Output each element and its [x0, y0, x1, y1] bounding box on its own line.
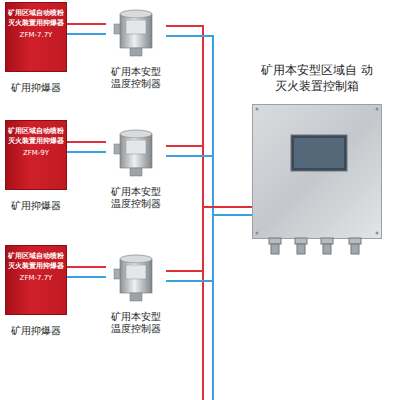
control-box-body [252, 104, 382, 239]
cable-wire [67, 33, 106, 35]
suppressor-case: 矿用区域自动喷粉 灭火装置用抑爆器 ZFM-9Y [5, 120, 67, 190]
t1: ZFM-7.7Y [8, 30, 64, 40]
t0: 矿用区域自动喷粉 灭火装置用抑爆器 [8, 8, 64, 28]
cable-connector [166, 26, 252, 215]
cable-wire [67, 276, 106, 278]
cable-wire [67, 141, 106, 143]
temperature-controller-illustration [106, 124, 166, 180]
cable-wire [67, 151, 106, 153]
temperature-controller: 矿用本安型 温度控制器 [106, 249, 166, 335]
ctrl-label: 矿用本安型 温度控制器 [106, 66, 166, 90]
control-box: 矿用本安型区域自 动灭火装置控制箱 [252, 62, 382, 239]
suppressor-box: 矿用区域自动喷粉 灭火装置用抑爆器 ZFM-7.7Y 矿用抑爆器 [5, 245, 67, 338]
t0: 矿用区域自动喷粉 灭火装置用抑爆器 [8, 251, 64, 271]
ctrl-label: 矿用本安型 温度控制器 [106, 186, 166, 210]
t1: ZFM-9Y [8, 148, 64, 158]
temperature-controller: 矿用本安型 温度控制器 [106, 4, 166, 90]
cable-wire [166, 207, 252, 271]
cable-wire [67, 266, 106, 268]
temperature-controller-illustration [106, 4, 166, 60]
cable-wire [166, 36, 252, 215]
cable-wire [67, 23, 106, 25]
suppressor-case: 矿用区域自动喷粉 灭火装置用抑爆器 ZFM-7.7Y [5, 2, 67, 72]
cable-wire [166, 26, 252, 207]
t1: ZFM-7.7Y [8, 273, 64, 283]
t0: 矿用区域自动喷粉 灭火装置用抑爆器 [8, 126, 64, 146]
suppressor-box: 矿用区域自动喷粉 灭火装置用抑爆器 ZFM-9Y 矿用抑爆器 [5, 120, 67, 213]
sup-label: 矿用抑爆器 [5, 324, 67, 338]
cable-connector [166, 146, 252, 215]
suppressor-box: 矿用区域自动喷粉 灭火装置用抑爆器 ZFM-7.7Y 矿用抑爆器 [5, 2, 67, 95]
control-box-illustration [253, 105, 381, 255]
suppressor-case: 矿用区域自动喷粉 灭火装置用抑爆器 ZFM-7.7Y [5, 245, 67, 315]
cable-connector [67, 24, 106, 34]
temperature-controller: 矿用本安型 温度控制器 [106, 124, 166, 210]
box-title: 矿用本安型区域自 动灭火装置控制箱 [252, 62, 382, 94]
cable-wire [166, 215, 252, 281]
sup-label: 矿用抑爆器 [5, 81, 67, 95]
cable-connector [67, 267, 106, 277]
cable-connector [67, 142, 106, 152]
temperature-controller-illustration [106, 249, 166, 305]
ctrl-label: 矿用本安型 温度控制器 [106, 311, 166, 335]
sup-label: 矿用抑爆器 [5, 199, 67, 213]
cable-connector [166, 207, 252, 281]
